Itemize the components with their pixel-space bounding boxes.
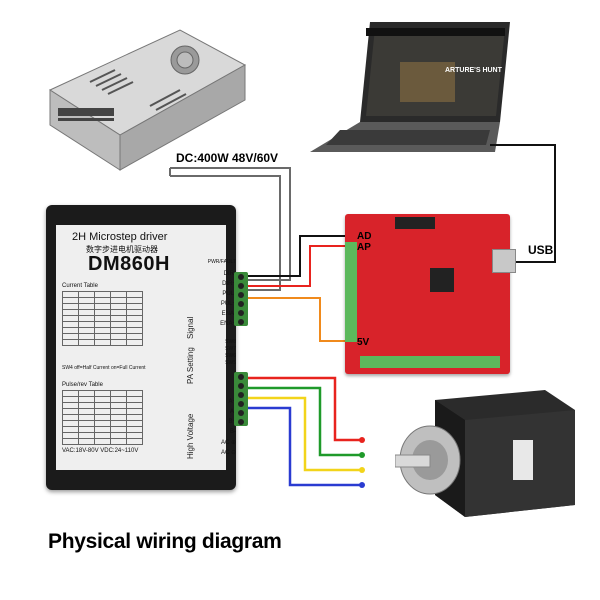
board-bottom-terminal xyxy=(360,356,500,368)
wire-b-plus xyxy=(246,396,362,472)
pin-pul-minus: PUL- xyxy=(222,291,236,297)
pin-b-plus: B+ xyxy=(228,419,236,425)
pin-pul-plus: PUL+ xyxy=(220,301,236,307)
current-table xyxy=(62,291,143,346)
usb-label: USB xyxy=(528,243,554,257)
pin-b-minus: B- xyxy=(230,429,236,435)
wire-a-minus xyxy=(246,386,362,457)
wire-b-plus-end xyxy=(359,467,365,473)
board-label-ad: AD xyxy=(357,231,372,242)
pin-dir-minus: DIR- xyxy=(223,271,236,277)
usb-port-icon xyxy=(492,249,516,273)
voltage-range: VAC:18V-80V VDC:24~110V xyxy=(62,448,139,454)
power-supply-unit xyxy=(48,29,247,171)
wire-5v xyxy=(246,297,350,342)
wire-usb xyxy=(490,144,556,263)
current-table-label: Current Table xyxy=(62,283,98,289)
wire-psu-positive xyxy=(170,167,291,281)
driver-title: 2H Microstep driver xyxy=(72,231,168,243)
driver-label-panel: 2H Microstep driver 数字步进电机驱动器 DM860H Cur… xyxy=(56,225,236,470)
wire-psu-negative xyxy=(170,175,281,291)
wire-a-plus-end xyxy=(359,437,365,443)
board-label-ap: AP xyxy=(357,242,371,253)
pin-ac-1: AC ⊕ xyxy=(220,440,236,446)
switch-sw7: SW7 xyxy=(225,346,236,352)
pwr-fault-label: PWR/FAULT xyxy=(207,259,236,265)
pin-ena-minus: ENA- xyxy=(221,311,236,317)
laptop-computer: ARTURE'S HUNT xyxy=(310,22,510,152)
pulse-table xyxy=(62,390,143,445)
switch-sw6: SW6 xyxy=(225,353,236,359)
signal-group-label: Signal xyxy=(186,316,195,339)
laptop-screen-text: ARTURE'S HUNT xyxy=(445,67,503,74)
driver-terminal-labels: PWR/FAULT DIR- DIR+ PUL- PUL+ ENA- ENA+ … xyxy=(182,259,238,469)
stepper-motor xyxy=(395,390,575,517)
pa-group-label: PA Setting xyxy=(186,347,195,384)
wire-a-minus-end xyxy=(359,452,365,458)
diagram-caption: Physical wiring diagram xyxy=(48,530,282,553)
board-left-terminal xyxy=(345,242,357,342)
hv-group-label: High Voltage xyxy=(186,413,195,459)
wire-b-minus-end xyxy=(359,482,365,488)
driver-model: DM860H xyxy=(88,253,170,275)
pin-a-minus: A- xyxy=(230,409,236,415)
stepper-driver: 2H Microstep driver 数字步进电机驱动器 DM860H Cur… xyxy=(46,205,236,490)
sw4-note: SW4 off=Half Current on=Full Current xyxy=(62,365,146,371)
motor-label-sticker xyxy=(513,440,533,480)
driver-signal-terminal xyxy=(234,272,248,326)
wire-b-minus xyxy=(246,406,362,487)
wire-a-plus xyxy=(246,376,362,442)
pin-ena-plus: ENA+ xyxy=(220,321,236,327)
controller-board xyxy=(345,214,510,374)
board-label-5v: 5V xyxy=(357,337,370,348)
pulse-table-label: Pulse/rev Table xyxy=(62,382,103,388)
pin-ac-2: AC ⊖ xyxy=(220,450,236,456)
switch-sw8: SW8 xyxy=(225,339,236,345)
switch-sw5: SW5 xyxy=(225,360,236,366)
board-chip xyxy=(430,268,454,292)
pin-dir-plus: DIR+ xyxy=(222,281,236,287)
pin-a-plus: A+ xyxy=(228,399,236,405)
wire-ad xyxy=(246,235,350,277)
wire-ap xyxy=(246,245,350,287)
power-supply-label: DC:400W 48V/60V xyxy=(176,151,279,165)
driver-subtitle: 数字步进电机驱动器 xyxy=(86,245,158,254)
driver-power-terminal xyxy=(234,372,248,426)
board-pin-header xyxy=(395,217,435,229)
